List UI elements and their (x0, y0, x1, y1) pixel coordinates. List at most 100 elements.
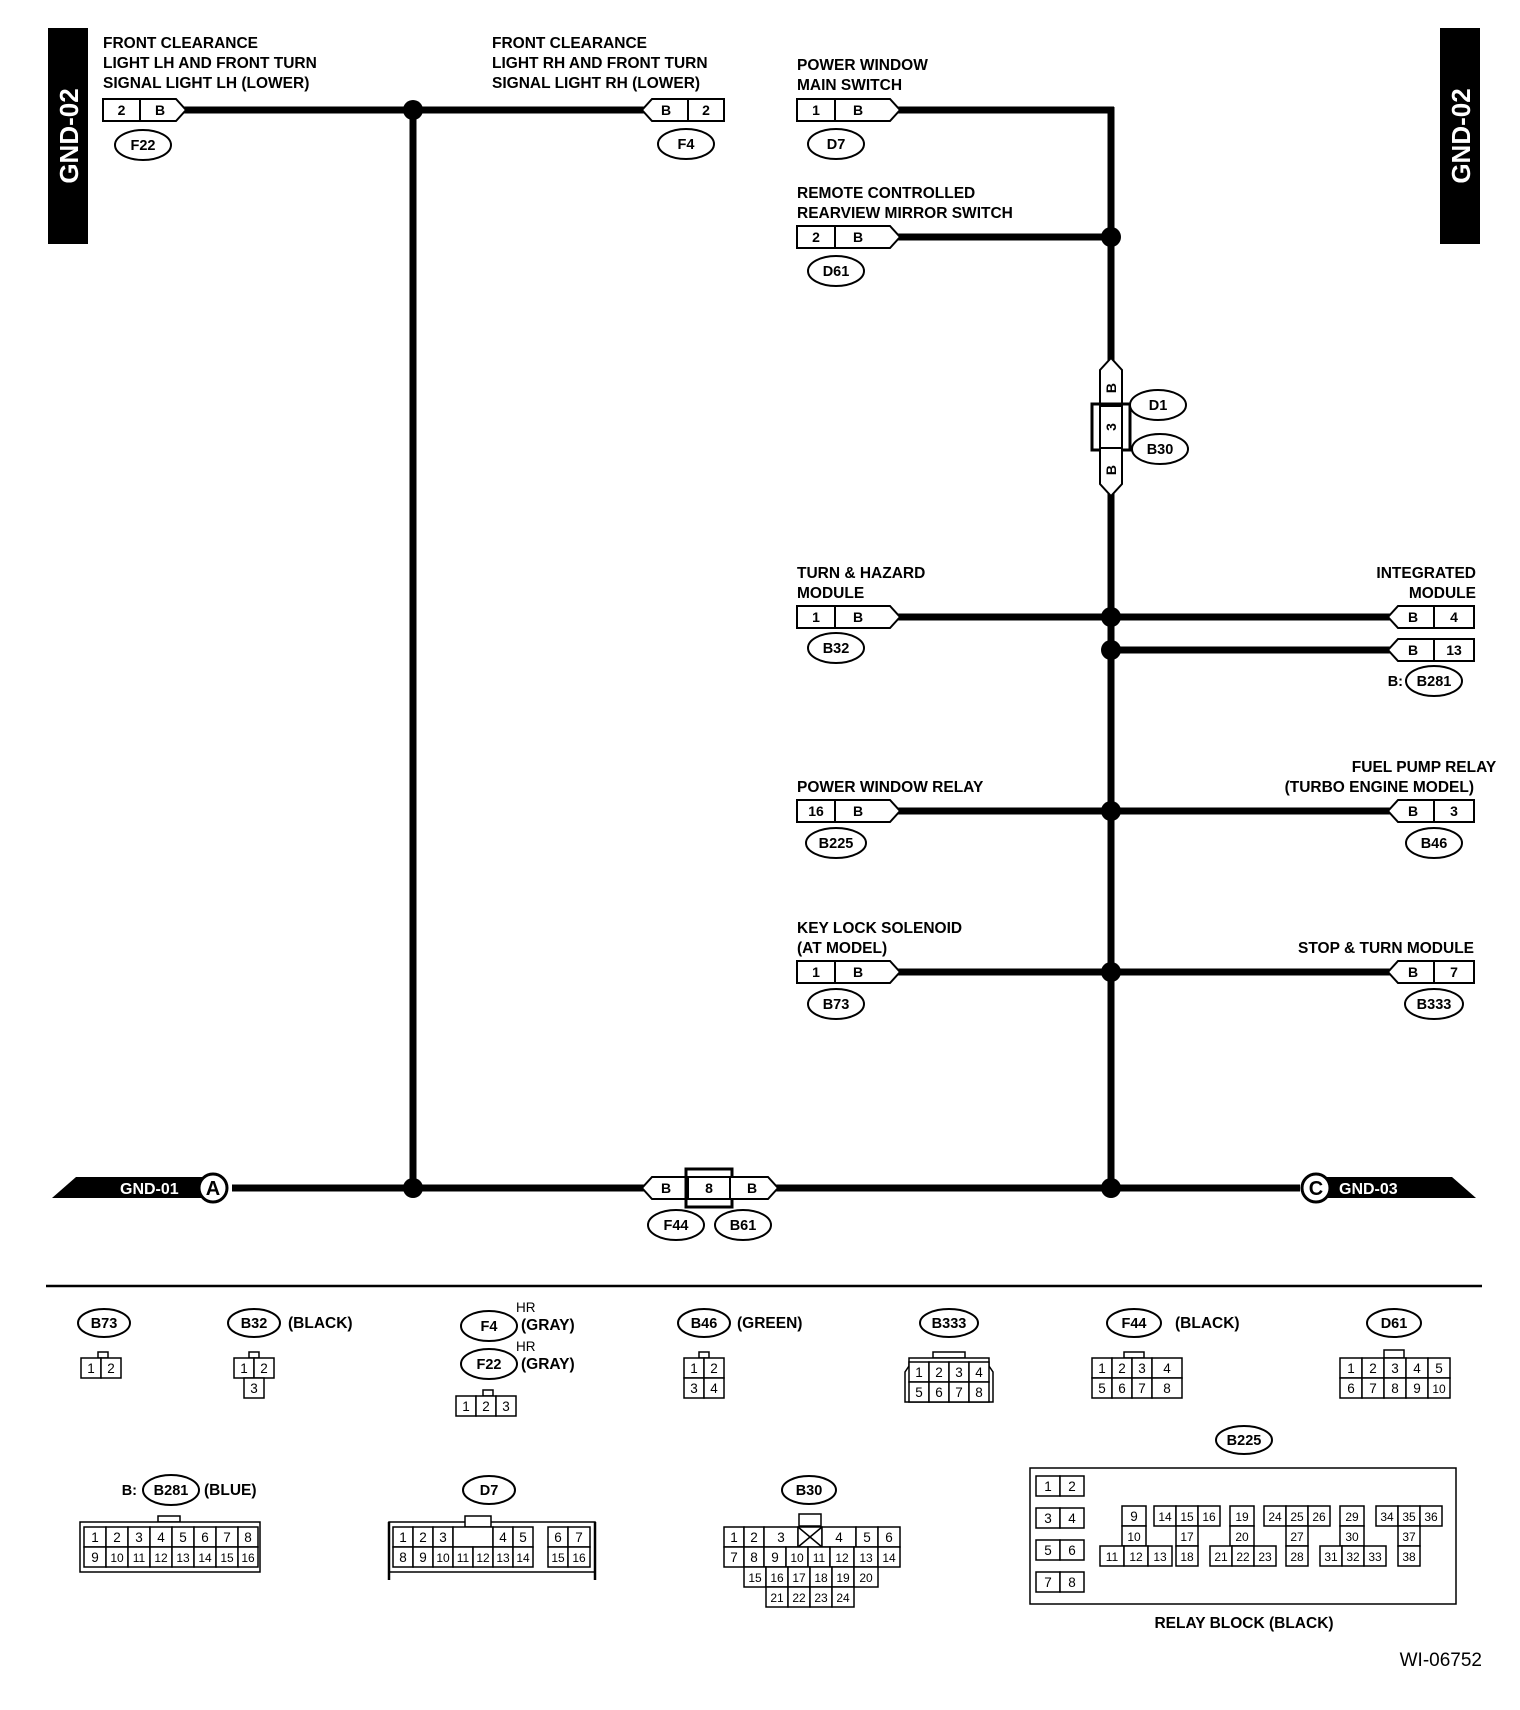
view-b46-pin: 1 (690, 1361, 698, 1376)
view-f44-badge (1106, 1308, 1162, 1338)
wires (184, 106, 1392, 1192)
view-b32-badge (227, 1308, 281, 1338)
gnd-01-arrow (52, 1177, 206, 1198)
gnd-01-text: GND-01 (120, 1181, 179, 1198)
view-b32-latch (248, 1351, 260, 1359)
joint-f44-b61: B 8 B F44 B61 (640, 1167, 780, 1241)
view-b30-badge (781, 1475, 837, 1505)
b61-wire-color: B (747, 1180, 757, 1196)
f4-pin-box (687, 98, 725, 122)
d61-wire-tag (834, 225, 902, 249)
view-f44-pin: 2 (1118, 1361, 1126, 1376)
view-b73-badge (77, 1308, 131, 1338)
d61-wire-color: B (853, 229, 863, 245)
view-b225-pin: 29 (1345, 1510, 1359, 1524)
view-f4-badge (460, 1310, 518, 1342)
view-b30-pin: 22 (792, 1591, 806, 1605)
b281-wire-tag-b (1386, 638, 1435, 662)
view-b281-prefix: B: (122, 1483, 137, 1499)
view-b225-pin: 23 (1258, 1550, 1272, 1564)
view-b333-pin: 3 (955, 1365, 963, 1380)
b281-wire-tag-a (1386, 605, 1435, 629)
view-b46-cell (703, 1377, 725, 1399)
view-b225-pin: 15 (1180, 1510, 1194, 1524)
component-d7: POWER WINDOW MAIN SWITCH 1 B D7 (796, 57, 928, 160)
b281-connector-id: B281 (1417, 674, 1452, 690)
view-b30-pin: 10 (790, 1551, 804, 1565)
view-f44-pin: 3 (1138, 1361, 1146, 1376)
b46-connector-id: B46 (1421, 836, 1448, 852)
b73-wire-tag (834, 960, 902, 984)
view-b225-pin: 3 (1044, 1511, 1052, 1526)
view-d7-pin: 11 (457, 1551, 470, 1565)
d61-pin: 2 (812, 229, 820, 245)
view-b225-pin: 17 (1180, 1530, 1194, 1544)
gnd-01-circle-letter: A (206, 1178, 220, 1200)
gnd-02-tag-right: GND-02 (1440, 28, 1480, 244)
view-d7-cell (567, 1546, 591, 1568)
gnd-02-tag-left-text: GND-02 (54, 88, 84, 183)
view-b30-pin: 4 (835, 1530, 843, 1545)
b32-pin: 1 (812, 609, 820, 625)
view-b46-pin: 4 (710, 1381, 718, 1396)
b61-connector-badge (714, 1209, 772, 1241)
view-b225-cell (1197, 1505, 1221, 1527)
view-b30-pin: 13 (859, 1551, 873, 1565)
view-d61-pin: 2 (1369, 1361, 1377, 1376)
b333-connector-id: B333 (1417, 997, 1452, 1013)
view-b225-cell (1253, 1545, 1277, 1567)
gnd-03-circle (1300, 1172, 1332, 1204)
f22-wire-tag (139, 98, 188, 122)
view-d61-badge (1366, 1308, 1422, 1338)
b46-label-line1: FUEL PUMP RELAY (1352, 759, 1497, 776)
view-f44-pin: 6 (1118, 1381, 1126, 1396)
splice-dot (403, 100, 423, 120)
view-f22-pin: 2 (482, 1399, 490, 1414)
view-b281-id: B281 (154, 1483, 189, 1499)
component-b32: TURN & HAZARD MODULE 1 B B32 (796, 565, 925, 664)
view-b30-cross (797, 1526, 823, 1548)
b32-connector-badge (807, 632, 865, 664)
view-b225-pin: 20 (1235, 1530, 1249, 1544)
view-b281-pin: 13 (176, 1551, 190, 1565)
b281-pin-a: 4 (1450, 609, 1458, 625)
view-b333-pin: 4 (975, 1365, 983, 1380)
view-b225-pin: 27 (1290, 1530, 1304, 1544)
f44-wire-color: B (661, 1180, 671, 1196)
view-b225-pin: 14 (1158, 1510, 1172, 1524)
view-d61-pin: 9 (1413, 1381, 1421, 1396)
b73-pin: 1 (812, 964, 820, 980)
component-b333: STOP & TURN MODULE B 7 B333 (1298, 940, 1475, 1020)
b333-label-line1: STOP & TURN MODULE (1298, 940, 1474, 957)
f4-wire-tag (640, 98, 689, 122)
b46-pin: 3 (1450, 803, 1458, 819)
view-d7-id: D7 (480, 1483, 499, 1499)
view-b281-pin: 12 (154, 1551, 168, 1565)
d7-label-line1: POWER WINDOW (797, 57, 928, 74)
link-gnd-01[interactable]: GND-01 A (52, 1172, 229, 1204)
view-b333-pin: 7 (955, 1385, 963, 1400)
view-f4-f22: F4 HR (GRAY) F22 HR (GRAY) 1 2 3 (455, 1300, 575, 1417)
view-b281: B: B281 (BLUE) 1 2 3 4 5 6 7 8 9 10 11 1… (79, 1474, 261, 1573)
view-b225-pin: 5 (1044, 1543, 1052, 1558)
view-b333: B333 1 2 3 4 5 6 7 8 (904, 1308, 994, 1403)
view-b333-pin: 1 (915, 1365, 923, 1380)
view-b281-pin: 7 (223, 1530, 231, 1545)
f4-label-line2: LIGHT RH AND FRONT TURN (492, 55, 708, 72)
view-b46-latch (698, 1351, 710, 1359)
view-b46-pin: 2 (710, 1361, 718, 1376)
b225-pin: 16 (808, 803, 824, 819)
view-b30-cell (877, 1546, 901, 1568)
b281-prefix: B: (1388, 674, 1403, 690)
link-gnd-03[interactable]: GND-03 C (1300, 1172, 1476, 1204)
view-b73-pin: 2 (107, 1361, 115, 1376)
view-b30-pin: 5 (863, 1530, 871, 1545)
d61-label-line2: REARVIEW MIRROR SWITCH (797, 205, 1013, 222)
view-b30-pin: 18 (814, 1571, 828, 1585)
view-b333-badge (919, 1308, 979, 1338)
view-b225: B225 1 2 3 4 5 6 7 8 9 10 11 12 13 14 15 (1029, 1425, 1457, 1632)
view-b225-pin: 11 (1106, 1550, 1119, 1564)
b73-connector-badge (807, 988, 865, 1020)
b46-wire-tag (1386, 799, 1435, 823)
b225-wire-color: B (853, 803, 863, 819)
